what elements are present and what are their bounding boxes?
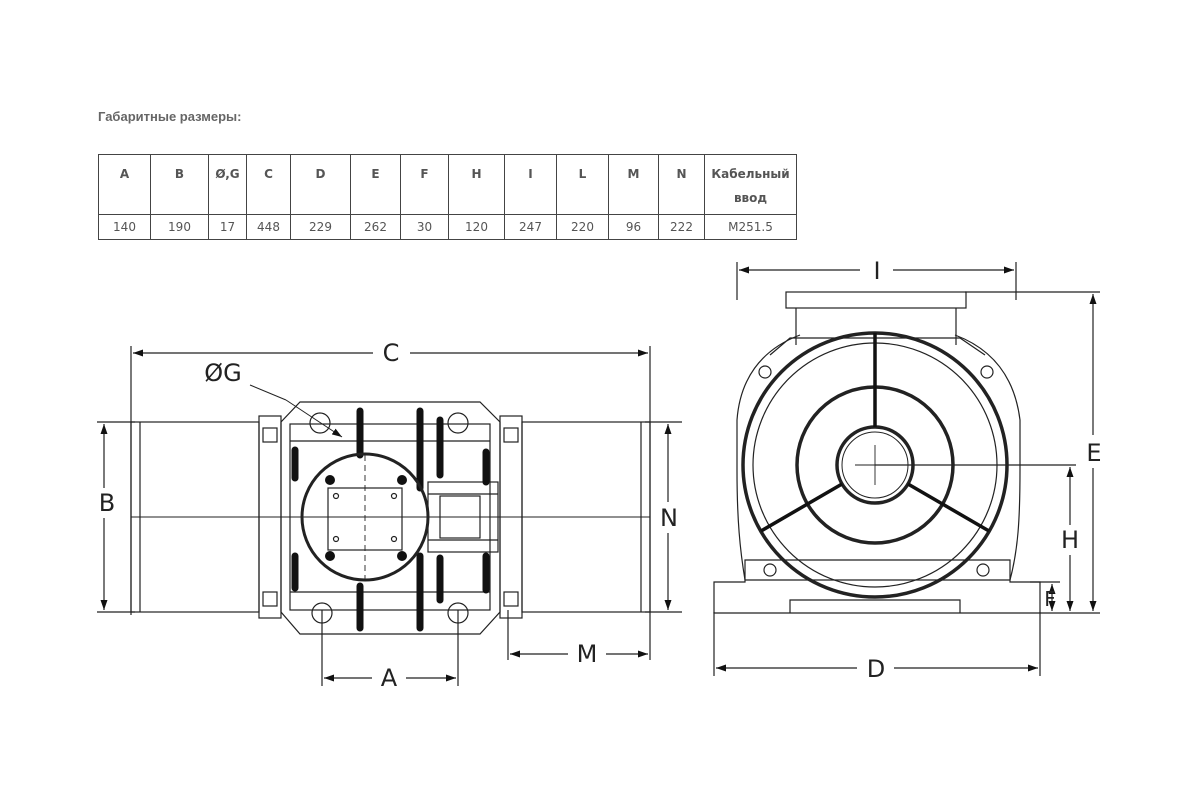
label-a: A: [381, 664, 398, 692]
top-view: [97, 346, 682, 686]
label-f: F: [1044, 587, 1056, 611]
header-cell-g: Ø,G: [208, 154, 247, 215]
dimensions-table: A B Ø,G C D E F H I L M N Кабельный ввод…: [98, 154, 797, 240]
mounting-hole: [309, 412, 331, 434]
label-g: ØG: [204, 359, 242, 387]
header-cell-h: H: [448, 154, 505, 215]
header-cell-n: N: [658, 154, 705, 215]
value-cell-n: 222: [658, 214, 705, 240]
label-i: I: [873, 257, 880, 285]
dimensions-heading: Габаритные размеры:: [98, 109, 242, 124]
mounting-hole: [758, 365, 772, 379]
value-cell-cable: M251.5: [704, 214, 797, 240]
value-cell-e: 262: [350, 214, 401, 240]
label-d: D: [867, 655, 885, 683]
main-body: [280, 401, 501, 635]
mounting-hole: [447, 602, 469, 624]
header-cell-d: D: [290, 154, 351, 215]
header-cell-b: B: [150, 154, 209, 215]
mounting-hole: [447, 412, 469, 434]
label-h: H: [1061, 526, 1079, 554]
header-cell-cable: Кабельный ввод: [704, 154, 797, 215]
mounting-hole: [980, 365, 994, 379]
label-n: N: [660, 504, 678, 532]
value-cell-l: 220: [556, 214, 609, 240]
label-b: B: [99, 489, 115, 517]
value-cell-a: 140: [98, 214, 151, 240]
mounting-hole: [311, 602, 333, 624]
header-cell-f: F: [400, 154, 449, 215]
label-c: C: [383, 339, 400, 367]
housing-spokes: [760, 333, 990, 533]
base-plate: [713, 559, 1041, 614]
table-header-row: A B Ø,G C D E F H I L M N Кабельный ввод: [98, 154, 797, 215]
table-value-row: 140 190 17 448 229 262 30 120 247 220 96…: [98, 214, 797, 240]
value-cell-b: 190: [150, 214, 209, 240]
value-cell-g: 17: [208, 214, 247, 240]
value-cell-h: 120: [448, 214, 505, 240]
value-cell-d: 229: [290, 214, 351, 240]
value-cell-c: 448: [246, 214, 291, 240]
label-e: E: [1086, 439, 1101, 467]
header-cell-a: A: [98, 154, 151, 215]
value-cell-m: 96: [608, 214, 659, 240]
header-cell-e: E: [350, 154, 401, 215]
mounting-hole: [763, 563, 777, 577]
side-view: [713, 262, 1100, 676]
dimension-g-leader: [285, 399, 343, 438]
value-cell-i: 247: [504, 214, 557, 240]
terminal-box-top: [785, 291, 967, 309]
label-m: M: [577, 640, 598, 668]
mounting-hole: [976, 563, 990, 577]
cooling-ribs: [291, 407, 490, 632]
